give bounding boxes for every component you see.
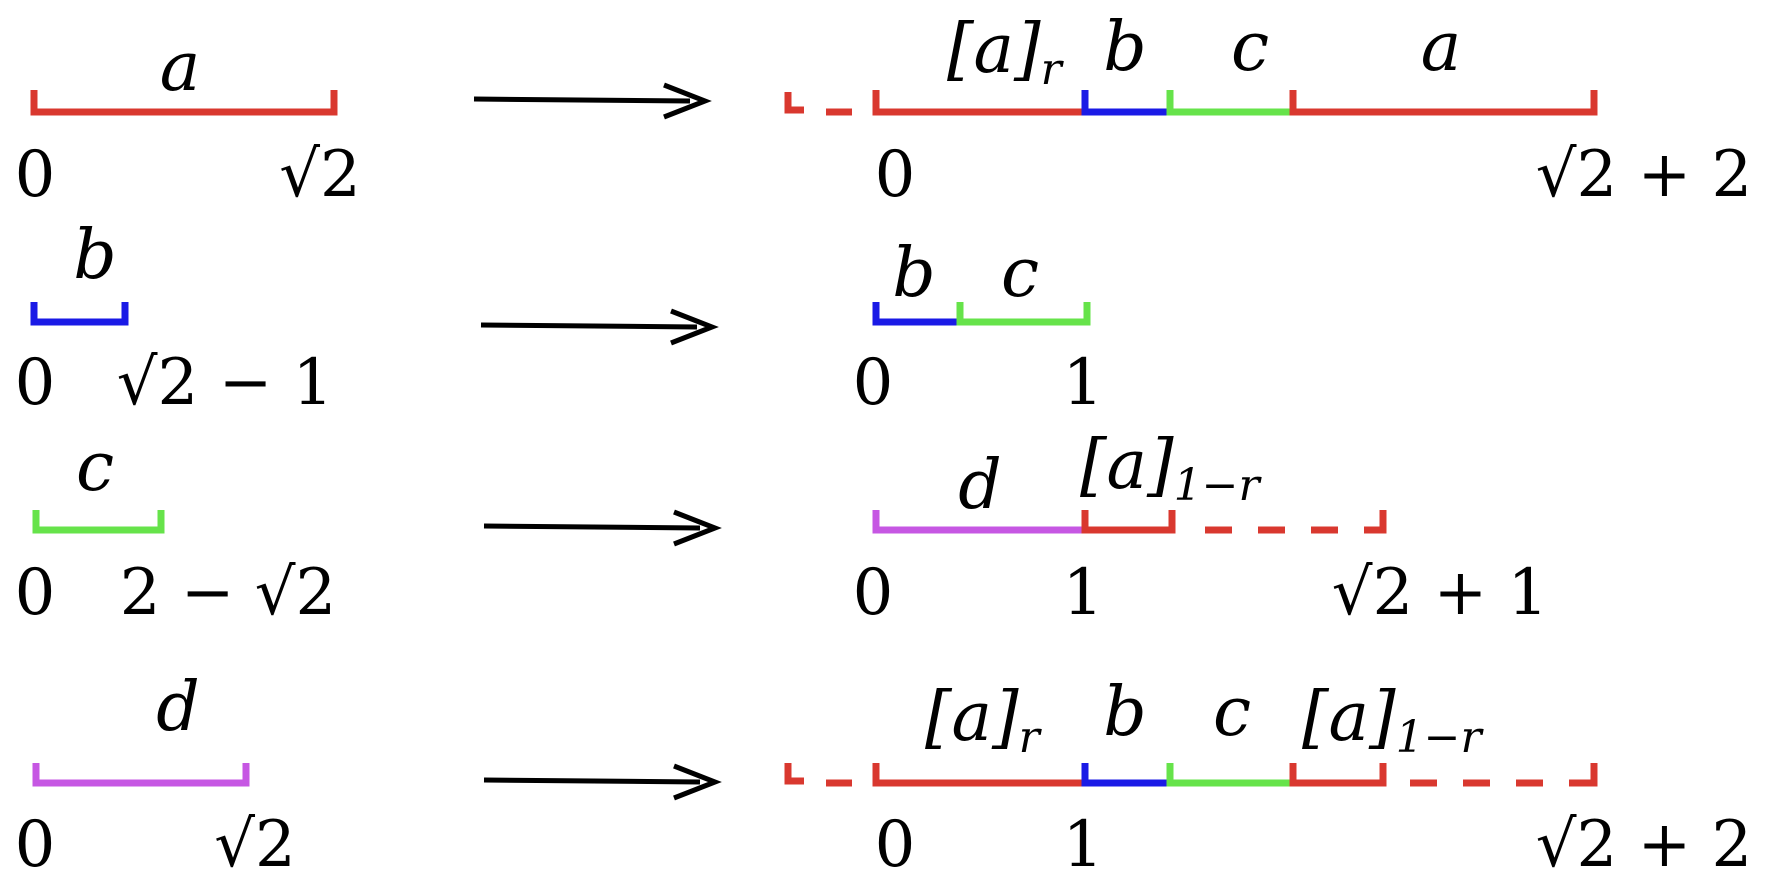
segment-label-b: b bbox=[73, 216, 117, 295]
segment-a-r bbox=[872, 90, 1085, 116]
tick-label-end: √2 bbox=[279, 138, 361, 212]
row-1: a 0 √2 [a]r b c a 0 √2 + 2 bbox=[15, 8, 1753, 212]
arrow-shaft bbox=[473, 96, 691, 104]
segment-label-b: b bbox=[892, 234, 936, 313]
segment-label-a: a bbox=[1421, 8, 1462, 87]
segment-label-a-1-minus-r: [a]1−r bbox=[1302, 678, 1484, 763]
segment-a bbox=[30, 90, 338, 116]
tick-label-zero: 0 bbox=[853, 556, 894, 630]
segment-label-a-r: [a]r bbox=[947, 10, 1065, 95]
segment-label-c: c bbox=[1213, 673, 1251, 752]
tick-label-one: 1 bbox=[1063, 556, 1104, 630]
row-3: c 0 2 − √2 d [a]1−r 0 1 √2 + 1 bbox=[15, 426, 1549, 630]
row-4-right-interval: [a]r b c [a]1−r 0 1 √2 + 2 bbox=[784, 673, 1753, 882]
segment-b bbox=[1081, 763, 1170, 787]
segment-a-1-minus-r bbox=[1289, 763, 1387, 787]
tick-label-end: 2 − √2 bbox=[120, 556, 337, 630]
row-3-right-interval: d [a]1−r 0 1 √2 + 1 bbox=[853, 426, 1549, 630]
tick-label-start: 0 bbox=[15, 808, 56, 882]
segment-d bbox=[872, 510, 1085, 534]
segment-a bbox=[1289, 90, 1598, 116]
segment-label-a-1-minus-r: [a]1−r bbox=[1080, 426, 1262, 511]
subscript-r: r bbox=[1019, 712, 1043, 763]
tick-label-zero: 0 bbox=[853, 346, 894, 420]
segment-label-a: a bbox=[160, 28, 201, 107]
segment-label-b: b bbox=[1103, 8, 1147, 87]
segment-c bbox=[32, 510, 165, 534]
segment-a-dashed bbox=[1410, 763, 1598, 787]
row-4: d 0 √2 [a]r b c [a]1−r 0 1 √2 + 2 bbox=[15, 668, 1753, 882]
segment-d bbox=[32, 763, 250, 787]
segment-a-1-minus-r bbox=[1081, 510, 1176, 534]
row-3-left-interval: c 0 2 − √2 bbox=[15, 428, 337, 630]
segment-c bbox=[1166, 763, 1293, 787]
segment-label-c: c bbox=[76, 428, 114, 507]
arrow-shaft bbox=[483, 777, 701, 785]
tick-label-one: 1 bbox=[1063, 808, 1104, 882]
tick-label-end: √2 + 1 bbox=[1332, 556, 1549, 630]
arrow-shaft bbox=[483, 523, 701, 531]
tick-label-start: 0 bbox=[15, 346, 56, 420]
arrow-head bbox=[670, 308, 719, 346]
row-1-left-interval: a 0 √2 bbox=[15, 28, 361, 212]
row-2-right-interval: b c 0 1 bbox=[853, 234, 1104, 420]
segment-b bbox=[30, 302, 129, 326]
row-1-right-interval: [a]r b c a 0 √2 + 2 bbox=[784, 8, 1753, 212]
tick-label-end: √2 − 1 bbox=[117, 346, 334, 420]
segment-label-c: c bbox=[1231, 8, 1269, 87]
tick-label-end: √2 + 2 bbox=[1536, 138, 1753, 212]
arrow-shaft bbox=[480, 322, 698, 330]
row-4-left-interval: d 0 √2 bbox=[15, 668, 296, 882]
row-2: b 0 √2 − 1 b c 0 1 bbox=[15, 216, 1104, 420]
subscript-r: r bbox=[1041, 44, 1065, 95]
segment-a-dashed bbox=[784, 92, 852, 116]
segment-b bbox=[1081, 90, 1170, 116]
segment-a-r bbox=[872, 763, 1085, 787]
tick-label-start: 0 bbox=[15, 138, 56, 212]
tick-label-zero: 0 bbox=[875, 808, 916, 882]
arrow-head bbox=[673, 763, 722, 801]
subscript-1-minus-r: 1−r bbox=[1396, 712, 1485, 763]
segment-label-c: c bbox=[1001, 234, 1039, 313]
arrow-head bbox=[673, 509, 722, 547]
segment-label-d: d bbox=[156, 668, 200, 747]
segment-a-dashed bbox=[1205, 510, 1387, 534]
arrow-head bbox=[663, 82, 712, 120]
segment-label-d: d bbox=[958, 446, 1002, 525]
tick-label-one: 1 bbox=[1063, 346, 1104, 420]
segment-label-b: b bbox=[1103, 673, 1147, 752]
tick-label-zero: 0 bbox=[875, 138, 916, 212]
tick-label-end: √2 + 2 bbox=[1536, 808, 1753, 882]
segment-c bbox=[1166, 90, 1293, 116]
row-2-left-interval: b 0 √2 − 1 bbox=[15, 216, 334, 420]
segment-label-a-r: [a]r bbox=[925, 678, 1043, 763]
segment-c bbox=[956, 302, 1091, 326]
segment-a-dashed bbox=[784, 763, 852, 787]
tick-label-start: 0 bbox=[15, 556, 56, 630]
subscript-1-minus-r: 1−r bbox=[1174, 460, 1263, 511]
tick-label-end: √2 bbox=[214, 808, 296, 882]
segment-b bbox=[872, 302, 960, 326]
